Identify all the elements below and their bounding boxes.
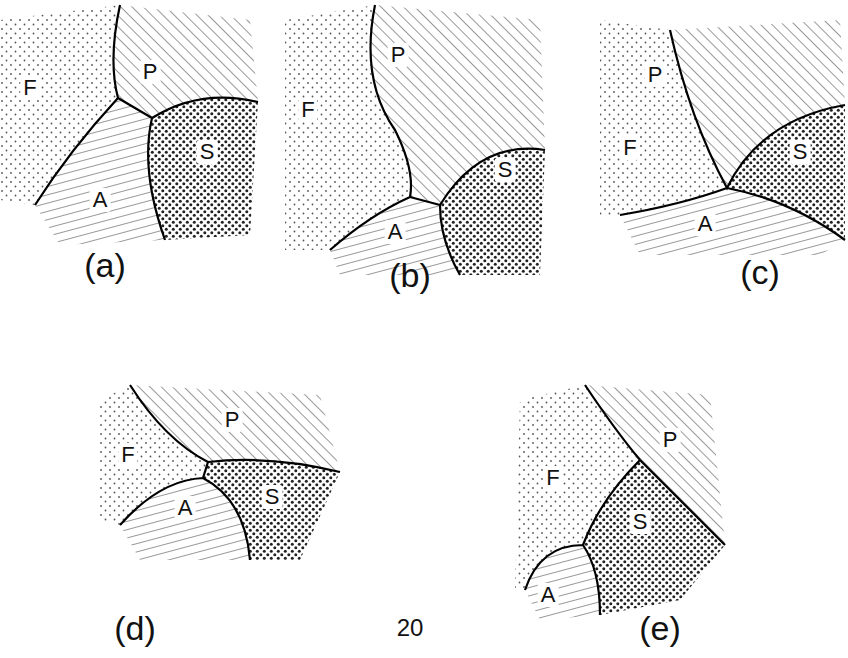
region-letter: S [262, 485, 283, 509]
panel-e [515, 385, 725, 620]
region-letter: A [538, 583, 559, 607]
page-number: 20 [397, 616, 424, 640]
region-letter: F [118, 443, 137, 467]
region-letter: A [385, 220, 406, 244]
panel-b [285, 5, 545, 275]
region-letter: S [630, 510, 651, 534]
region-letter: S [790, 140, 811, 164]
panel-label: (c) [740, 255, 780, 289]
panel-label: (d) [114, 611, 156, 645]
region-letter: S [495, 158, 516, 182]
panel-a [0, 5, 258, 245]
region-letter: A [175, 496, 196, 520]
panel-label: (e) [639, 611, 681, 645]
region-letter: P [388, 43, 409, 67]
region-letter: P [660, 428, 681, 452]
panel-c [600, 20, 845, 255]
panel-label: (a) [84, 248, 126, 282]
region-letter: P [222, 408, 243, 432]
region-letter: P [645, 63, 666, 87]
region-letter: A [695, 212, 716, 236]
panel-d [100, 385, 340, 560]
region-letter: F [20, 76, 39, 100]
region-letter: F [620, 136, 639, 160]
panel-label: (b) [389, 258, 431, 292]
region-letter: A [90, 188, 111, 212]
region-letter: S [197, 140, 218, 164]
region-letter: F [298, 98, 317, 122]
region-letter: P [140, 60, 161, 84]
region-letter: F [543, 466, 562, 490]
